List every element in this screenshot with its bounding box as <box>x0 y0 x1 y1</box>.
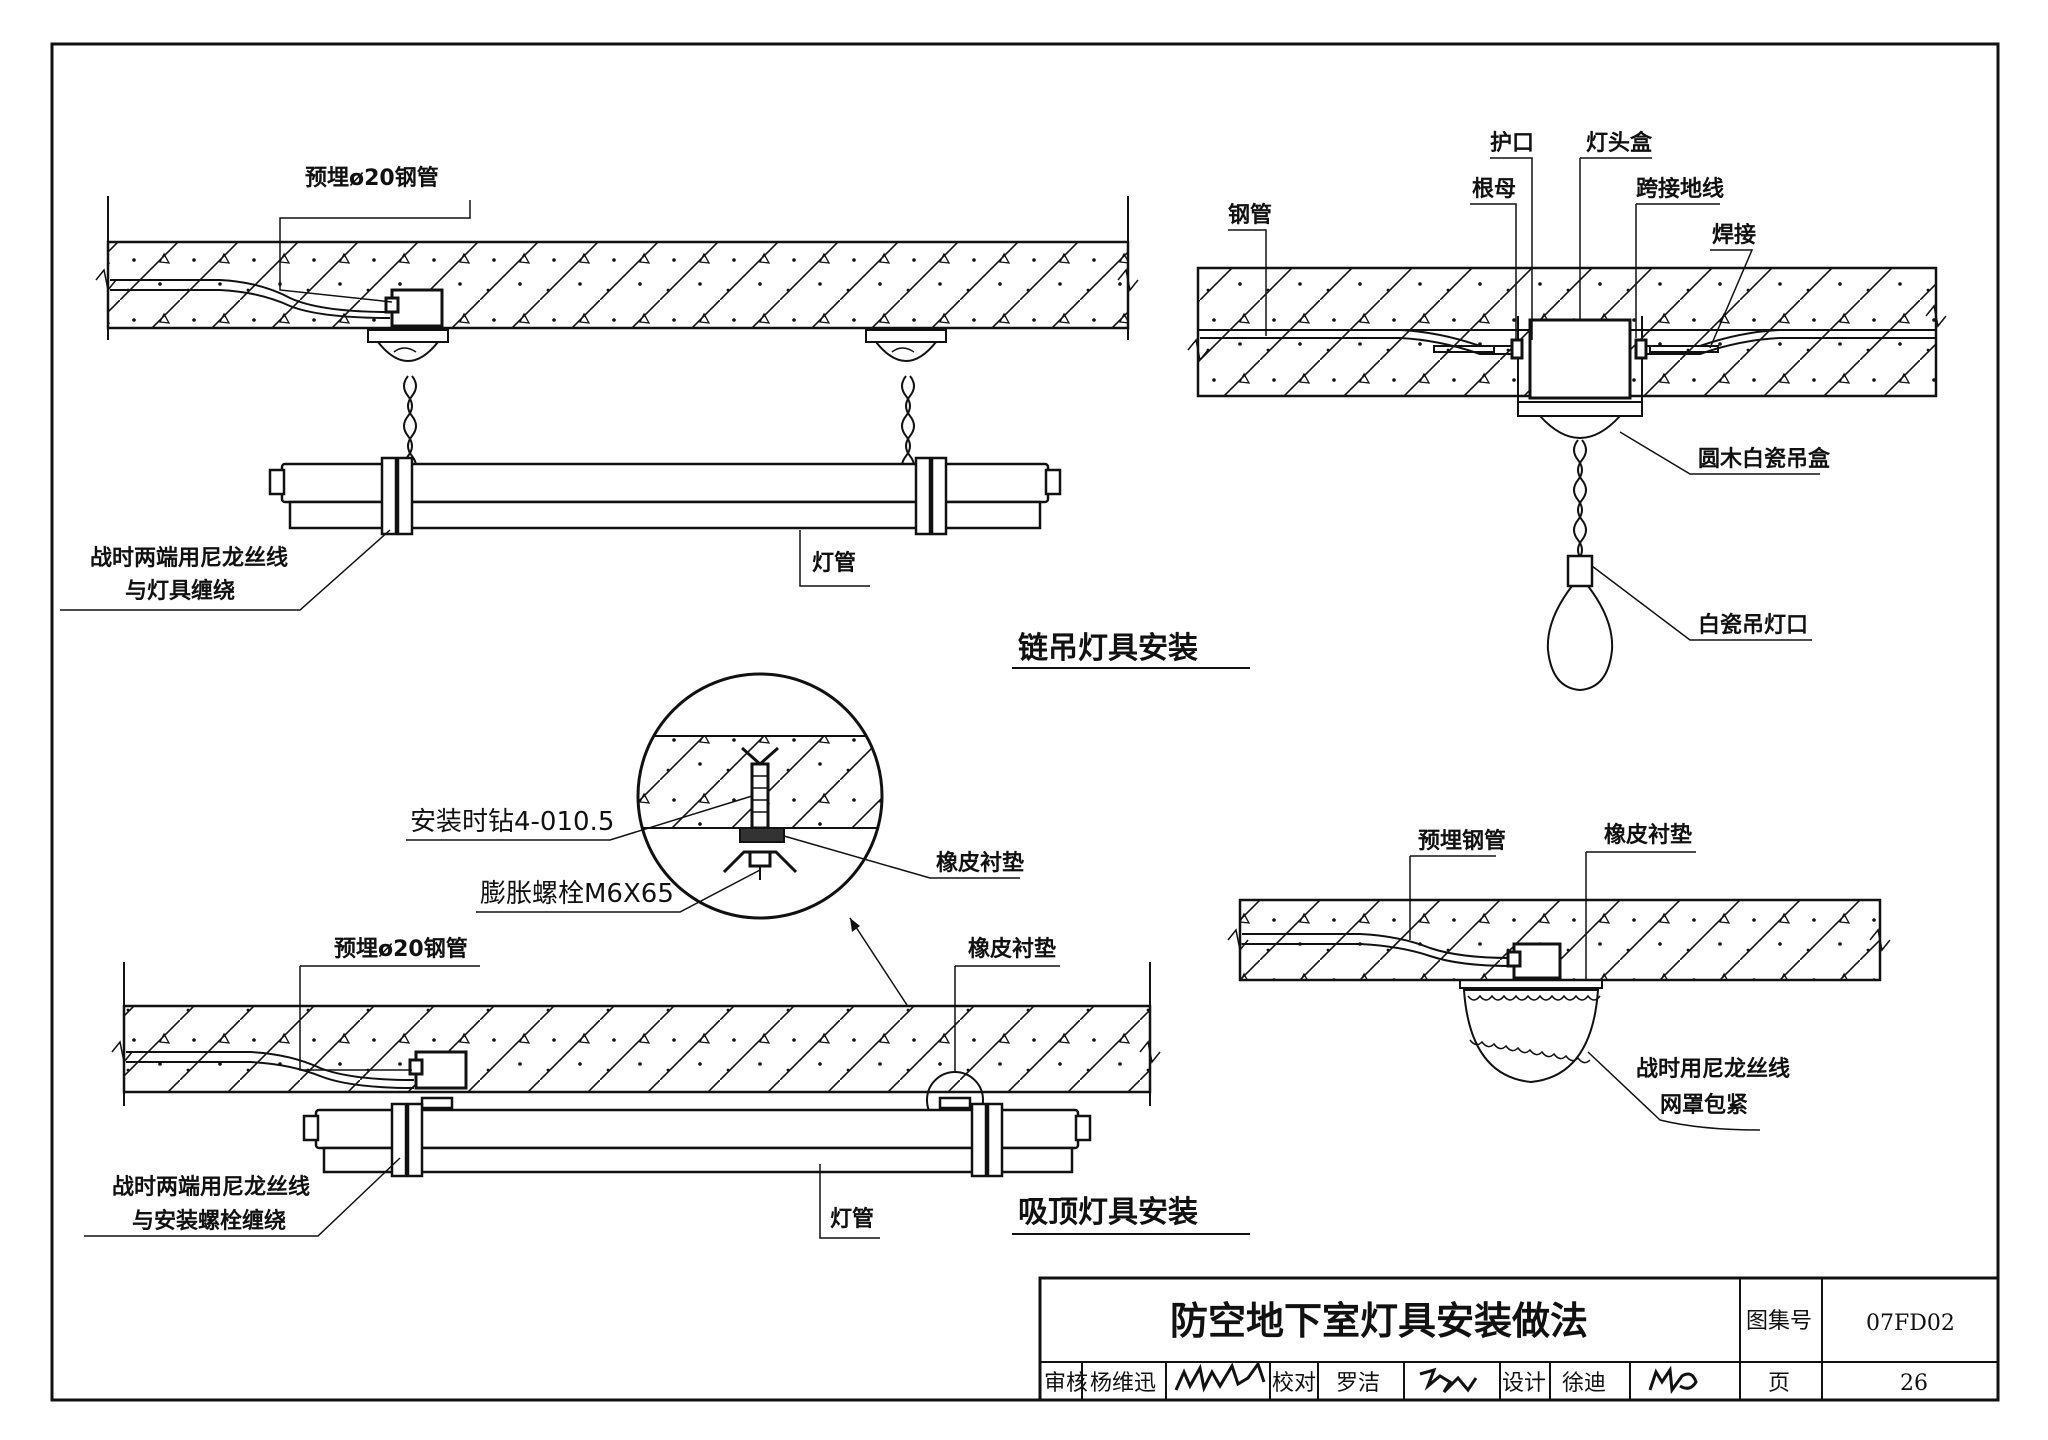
title-block: 防空地下室灯具安装做法 图集号 07FD02 审核 杨维迅 校对 罗洁 设计 徐… <box>1038 1276 2000 1402</box>
pendant-detail-view: 护口 灯头盒 根母 跨接地线 钢管 焊接 圆木白瓷吊盒 白瓷吊灯口 <box>1187 130 1947 692</box>
dome-light-view: 预埋钢管 橡皮衬垫 战时用尼龙丝线 网罩包紧 <box>1227 822 1891 1131</box>
label-net-wrap: 战时用尼龙丝线 <box>1636 1056 1790 1082</box>
label-bolt: 膨胀螺栓M6X65 <box>480 879 674 909</box>
atlas-number: 07FD02 <box>1866 1311 1955 1336</box>
ceiling-fluorescent-fixture <box>302 1102 1092 1178</box>
light-bulb <box>1546 585 1614 692</box>
label-wartime-wrap-2: 与灯具缠绕 <box>125 578 235 604</box>
label-ceiling-embedded-pipe: 预埋ø20钢管 <box>334 936 468 962</box>
atlas-label: 图集号 <box>1746 1309 1812 1334</box>
expansion-bolt <box>750 762 770 830</box>
lamp-junction-box <box>1528 318 1632 400</box>
lamp-holder <box>1566 554 1594 588</box>
chain-right <box>901 375 911 477</box>
ceiling-rose-left <box>367 329 449 362</box>
label-ceiling-box: 圆木白瓷吊盒 <box>1698 446 1831 472</box>
label-dome-embedded-pipe: 预埋钢管 <box>1418 828 1506 854</box>
reviewer-name: 杨维迅 <box>1090 1371 1156 1396</box>
label-lock-nut: 根母 <box>1472 177 1516 202</box>
label-net-wrap-2: 网罩包紧 <box>1660 1092 1748 1118</box>
ceiling-fixture-view: 预埋ø20钢管 橡皮衬垫 战时两端用尼龙丝线 与安装螺栓缠绕 灯管 吸顶灯具安装 <box>84 936 1250 1239</box>
label-bonding-wire: 跨接地线 <box>1636 176 1724 202</box>
designer-name: 徐迪 <box>1562 1371 1606 1396</box>
rubber-pad <box>739 827 785 843</box>
bolt-detail-circle <box>636 672 884 920</box>
label-ceiling-wartime-wrap-2: 与安装螺栓缠绕 <box>132 1208 286 1234</box>
ceiling-slab <box>106 240 1130 330</box>
ceiling-rose-right <box>865 329 947 362</box>
designer-signature <box>1648 1365 1698 1395</box>
junction-box <box>390 288 444 328</box>
reviewer-signature <box>1174 1360 1266 1393</box>
label-wartime-wrap: 战时两端用尼龙丝线 <box>90 545 288 571</box>
review-label: 审核 <box>1044 1371 1088 1396</box>
label-drill: 安装时钻4-010.5 <box>410 807 614 837</box>
sheet-border <box>50 42 2000 1402</box>
heading-pendant-install: 链吊灯具安装 <box>1018 631 1198 666</box>
label-ceiling-wartime-wrap: 战时两端用尼龙丝线 <box>112 1174 310 1200</box>
label-welding: 焊接 <box>1712 223 1756 248</box>
ceiling-junction-box <box>414 1050 468 1090</box>
label-rubber-pad: 橡皮衬垫 <box>968 936 1056 962</box>
label-lamp-holder: 白瓷吊灯口 <box>1698 612 1808 638</box>
label-rubber-pad-detail: 橡皮衬垫 <box>936 850 1024 876</box>
drawing-title: 防空地下室灯具安装做法 <box>1170 1299 1588 1343</box>
design-label: 设计 <box>1502 1371 1546 1396</box>
label-lamp-box: 灯头盒 <box>1586 130 1653 156</box>
embedded-conduit <box>110 279 391 313</box>
heading-ceiling-install: 吸顶灯具安装 <box>1018 1195 1198 1230</box>
check-label: 校对 <box>1272 1371 1316 1396</box>
checker-signature <box>1419 1367 1478 1394</box>
page-number: 26 <box>1900 1371 1928 1396</box>
dome-shade <box>1462 989 1600 1084</box>
label-guard: 护口 <box>1490 131 1534 156</box>
label-ceiling-lamp-tube: 灯管 <box>830 1206 874 1232</box>
label-lamp-tube: 灯管 <box>812 550 856 576</box>
checker-name: 罗洁 <box>1336 1371 1380 1396</box>
page-label: 页 <box>1768 1371 1790 1396</box>
label-steel-pipe: 钢管 <box>1228 202 1272 228</box>
label-dome-rubber-pad: 橡皮衬垫 <box>1604 822 1692 848</box>
fluorescent-fixture <box>268 456 1062 536</box>
pendant-fixture-view: 预埋ø20钢管 战时两端用尼龙丝线 与灯具缠绕 灯管 链吊灯具安装 <box>60 165 1250 669</box>
label-embedded-pipe: 预埋ø20钢管 <box>305 165 439 191</box>
